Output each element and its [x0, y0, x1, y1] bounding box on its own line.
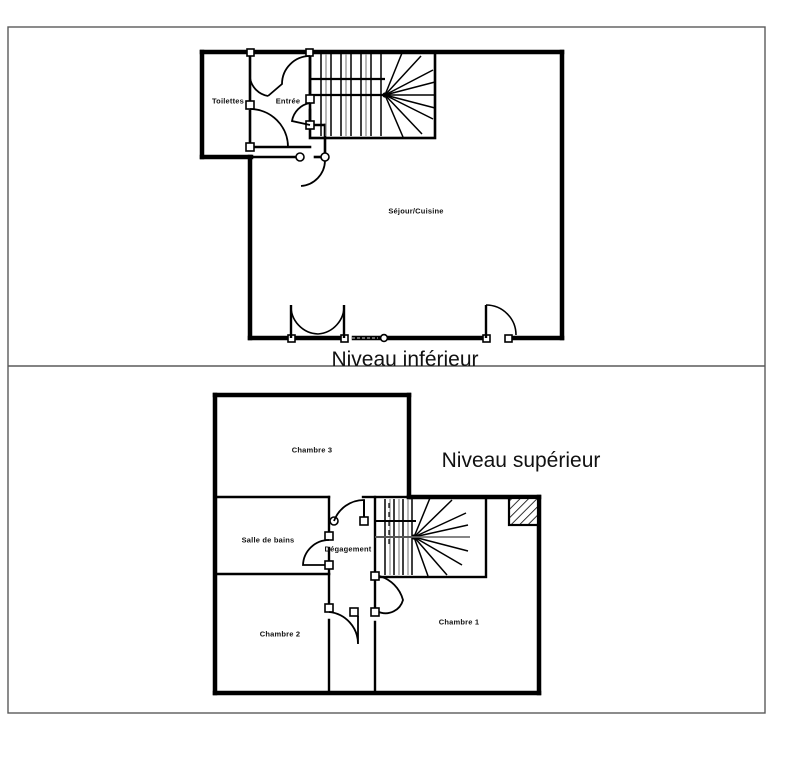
- door-toilettes-side: [245, 100, 289, 152]
- lower-level-staircase: [308, 50, 437, 140]
- door-south-double: [287, 304, 349, 343]
- door-chambre2: [324, 603, 359, 645]
- hatched-duct-block: [507, 496, 540, 527]
- plan-frame: [7, 26, 766, 714]
- door-chambre3: [329, 499, 369, 526]
- upper-level-plan: [212, 392, 542, 696]
- upper-level-interior-walls: [213, 495, 377, 695]
- door-entree-stair: [290, 94, 315, 130]
- door-entree-top: [267, 48, 314, 97]
- level-title-upper: Niveau supérieur: [441, 449, 601, 472]
- room-label-chambre-3: Chambre 3: [291, 445, 333, 455]
- door-chambre1: [370, 571, 404, 617]
- level-title-lower: Niveau inférieur: [331, 348, 479, 371]
- lower-level-plan: [199, 48, 565, 343]
- door-south-single: [482, 304, 517, 343]
- door-salle-de-bains: [302, 531, 334, 570]
- room-label-entree: Entrée: [275, 96, 301, 106]
- upper-level-staircase: [373, 495, 488, 579]
- room-label-salle-de-bains: Salle de bains: [241, 535, 295, 545]
- window-south: [352, 333, 389, 343]
- lower-level-outer-walls: [199, 49, 565, 341]
- room-label-chambre-2: Chambre 2: [259, 629, 301, 639]
- room-label-toilettes: Toilettes: [211, 96, 245, 106]
- room-label-chambre-1: Chambre 1: [438, 617, 480, 627]
- door-toilettes-top: [246, 48, 269, 97]
- room-label-degagement: Dégagement: [324, 544, 372, 554]
- room-label-sejour-cuisine: Séjour/Cuisine: [388, 206, 444, 216]
- upper-level-doors: [302, 499, 404, 645]
- lower-level-doors: [245, 48, 517, 343]
- door-hall-sejour: [295, 152, 330, 187]
